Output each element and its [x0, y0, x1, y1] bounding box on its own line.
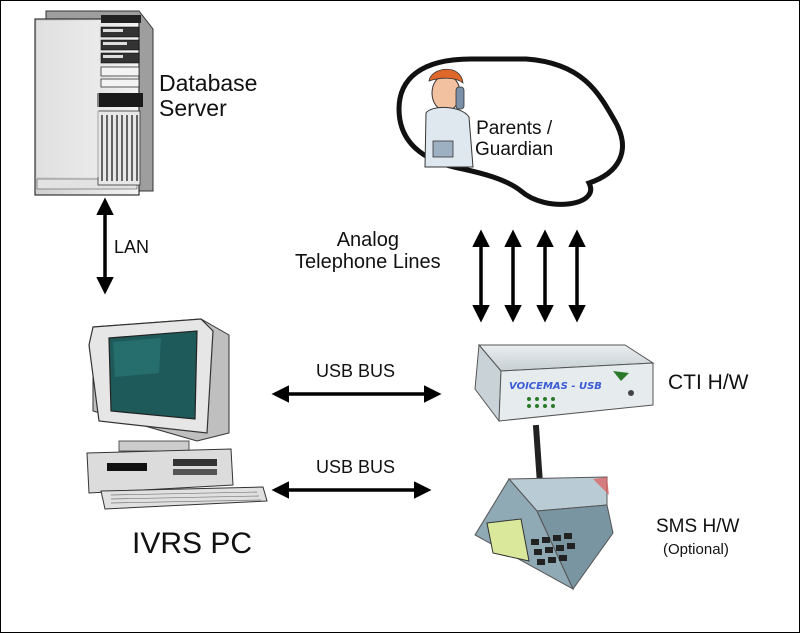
usb-bus-arrows [271, 385, 442, 499]
server-icon [34, 10, 154, 196]
sms-optional-label: (Optional) [663, 541, 729, 558]
lan-label: LAN [114, 237, 150, 257]
usb-bus-top-label: USB BUS [316, 361, 396, 381]
analog-telephone-lines-label: Analog Telephone Lines [295, 229, 441, 273]
desktop-pc-icon [86, 318, 268, 510]
sms-hw-label: SMS H/W [656, 516, 740, 537]
telephone-line-arrows [472, 229, 586, 323]
sms-modem-icon [474, 424, 614, 591]
device-brand-text: VOICEMAS - USB [509, 381, 602, 392]
cti-device-icon: VOICEMAS - USB [474, 343, 655, 423]
parents-guardian-label: Parents / Guardian [475, 118, 554, 160]
database-server-label: Database Server [159, 70, 258, 121]
person-on-phone-icon [424, 68, 474, 168]
usb-bus-bottom-label: USB BUS [316, 457, 396, 477]
cti-hw-label: CTI H/W [668, 371, 749, 394]
ivrs-pc-label: IVRS PC [132, 527, 253, 560]
